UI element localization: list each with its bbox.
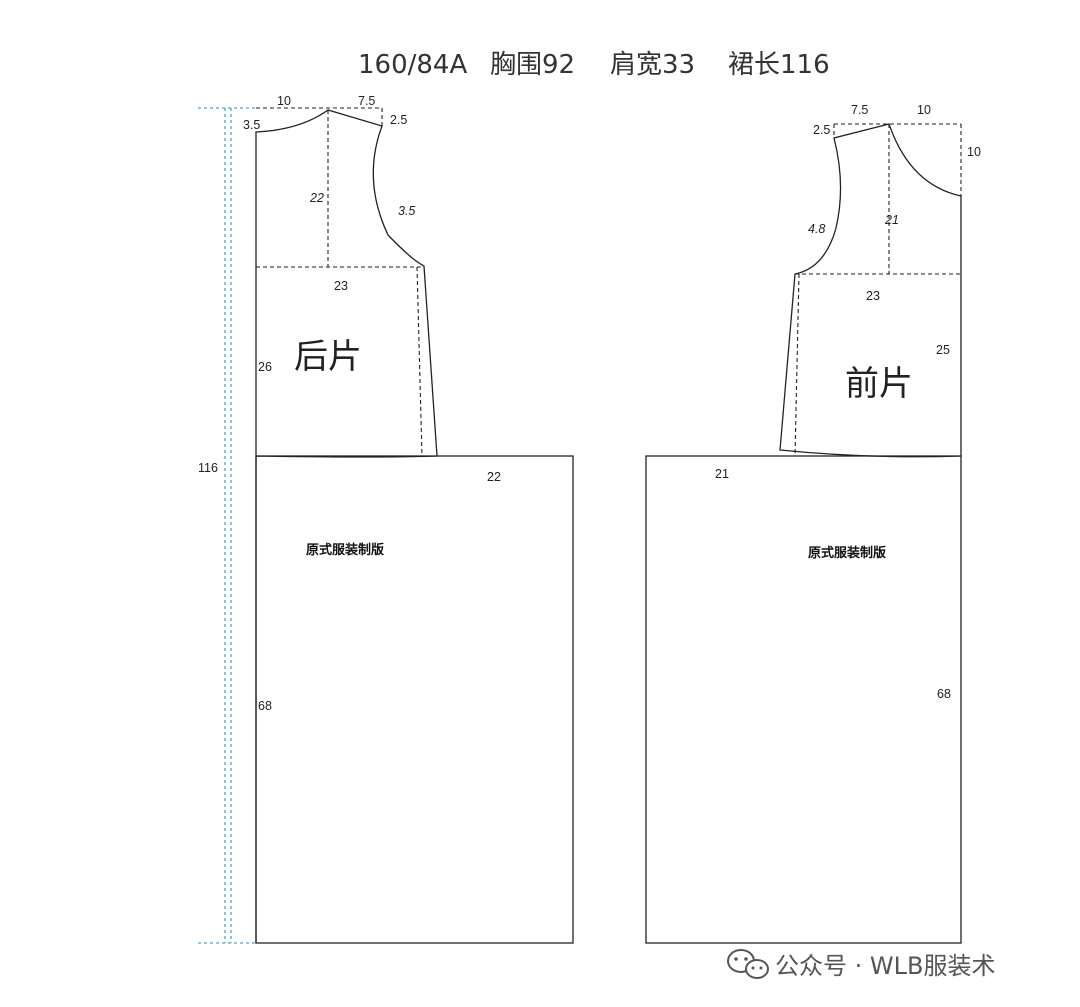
back-armhole-depth: 22 bbox=[309, 191, 324, 205]
front-armhole-depth: 21 bbox=[884, 213, 899, 227]
back-skirt-length: 68 bbox=[258, 699, 272, 713]
wechat-icon bbox=[727, 949, 769, 979]
front-skirt bbox=[645, 455, 962, 944]
total-length-label: 116 bbox=[198, 461, 218, 475]
back-shoulder-width: 7.5 bbox=[358, 94, 375, 108]
skirt-length-label: 裙长116 bbox=[728, 50, 830, 80]
front-neck-width: 10 bbox=[917, 103, 931, 117]
front-shoulder-width: 7.5 bbox=[851, 103, 868, 117]
shoulder-label: 肩宽33 bbox=[610, 50, 695, 80]
front-shoulder-drop: 2.5 bbox=[813, 123, 830, 137]
back-skirt-width: 22 bbox=[487, 470, 501, 484]
watermark-text: 公众号 · WLB服装术 bbox=[775, 952, 995, 980]
front-bodice-length: 25 bbox=[936, 343, 950, 357]
front-bust-width: 23 bbox=[866, 289, 880, 303]
back-shoulder-drop: 2.5 bbox=[390, 113, 407, 127]
back-armhole-curve: 3.5 bbox=[398, 204, 415, 218]
back-neck-width: 10 bbox=[277, 94, 291, 108]
back-skirt bbox=[255, 455, 574, 944]
back-piece-name: 后片 bbox=[294, 337, 362, 377]
back-bodice-length: 26 bbox=[258, 360, 272, 374]
back-brand-label: 原式服装制版 bbox=[306, 542, 384, 558]
front-piece-name: 前片 bbox=[845, 364, 913, 404]
front-skirt-width: 21 bbox=[715, 467, 729, 481]
front-skirt-length: 68 bbox=[937, 687, 951, 701]
front-neck-depth: 10 bbox=[967, 145, 981, 159]
back-bust-width: 23 bbox=[334, 279, 348, 293]
bust-label: 胸围92 bbox=[490, 50, 575, 80]
front-brand-label: 原式服装制版 bbox=[808, 545, 886, 561]
total-length-guide bbox=[198, 107, 256, 944]
back-bodice bbox=[255, 107, 438, 943]
front-armhole-curve: 4.8 bbox=[808, 222, 825, 236]
back-neck-depth: 3.5 bbox=[243, 118, 260, 132]
size-label: 160/84A bbox=[358, 50, 467, 80]
